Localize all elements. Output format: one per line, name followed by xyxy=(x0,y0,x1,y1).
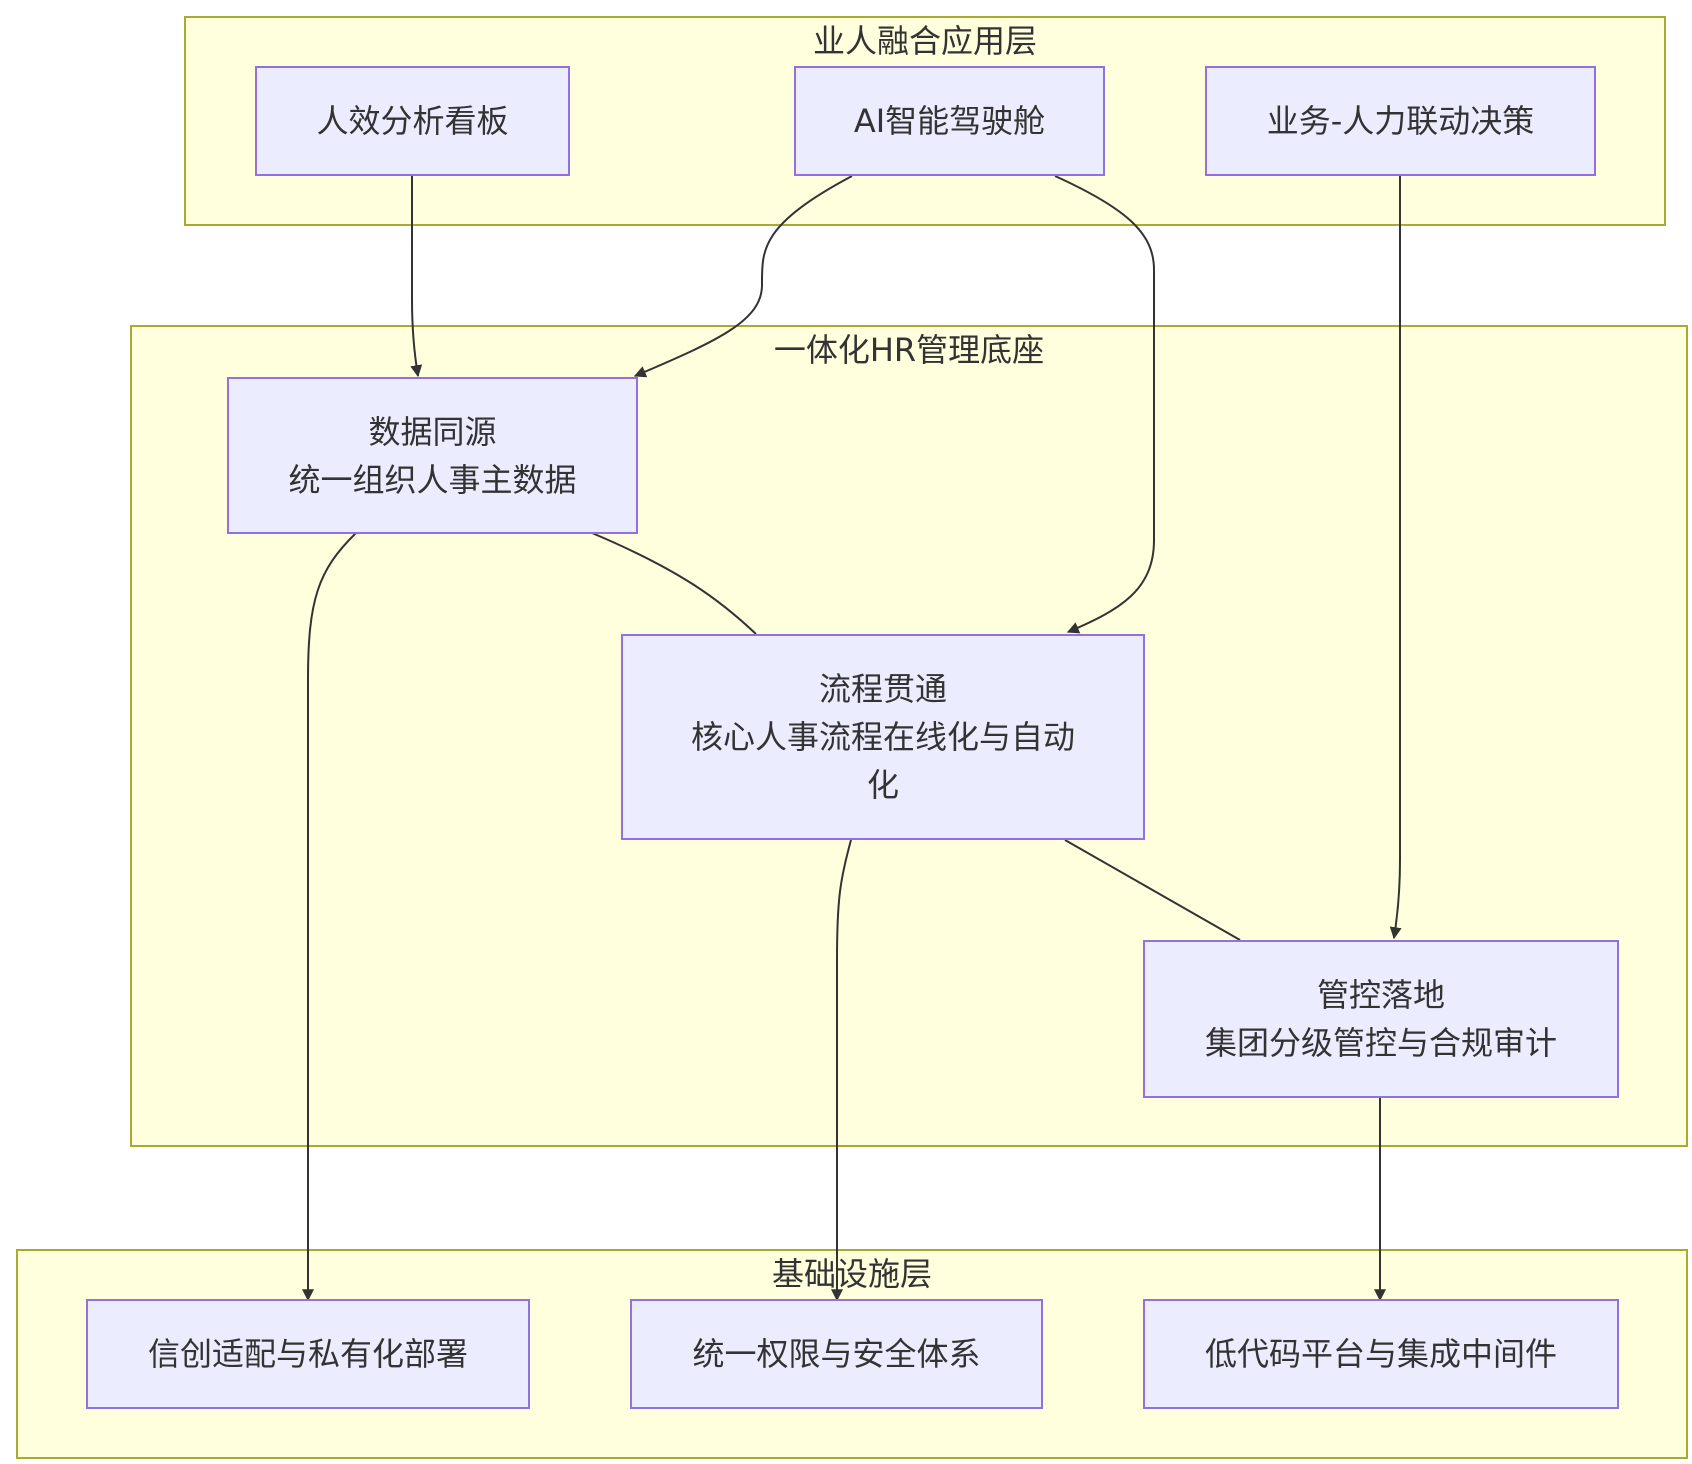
node-process-flow-desc: 核心人事流程在线化与自动 xyxy=(690,718,1075,756)
node-control[interactable]: 管控落地 集团分级管控与合规审计 xyxy=(1143,940,1619,1098)
node-business-hr-decision-label: 业务-人力联动决策 xyxy=(1266,102,1535,140)
node-data-source-desc: 统一组织人事主数据 xyxy=(288,460,577,499)
node-process-flow-title: 流程贯通 xyxy=(818,670,947,708)
node-efficiency-board[interactable]: 人效分析看板 xyxy=(255,66,570,176)
node-xinchuang-label: 信创适配与私有化部署 xyxy=(147,1335,468,1373)
node-xinchuang[interactable]: 信创适配与私有化部署 xyxy=(86,1299,530,1409)
node-data-source-title: 数据同源 xyxy=(368,412,497,451)
node-business-hr-decision[interactable]: 业务-人力联动决策 xyxy=(1205,66,1596,176)
layer-hr-base-title: 一体化HR管理底座 xyxy=(773,331,1045,369)
node-process-flow[interactable]: 流程贯通 核心人事流程在线化与自动 化 xyxy=(621,634,1145,840)
node-control-title: 管控落地 xyxy=(1316,976,1445,1014)
layer-infrastructure-title: 基础设施层 xyxy=(771,1255,932,1293)
node-control-desc: 集团分级管控与合规审计 xyxy=(1204,1024,1557,1062)
node-lowcode-label: 低代码平台与集成中间件 xyxy=(1204,1335,1557,1373)
node-data-source[interactable]: 数据同源 统一组织人事主数据 xyxy=(227,377,638,534)
node-ai-cockpit[interactable]: AI智能驾驶舱 xyxy=(794,66,1105,176)
node-efficiency-board-label: 人效分析看板 xyxy=(316,102,509,140)
layer-application-title: 业人融合应用层 xyxy=(812,22,1037,60)
node-ai-cockpit-label: AI智能驾驶舱 xyxy=(853,102,1046,140)
node-lowcode[interactable]: 低代码平台与集成中间件 xyxy=(1143,1299,1619,1409)
node-process-flow-desc-cont: 化 xyxy=(866,766,899,804)
node-security-label: 统一权限与安全体系 xyxy=(692,1335,981,1373)
node-security[interactable]: 统一权限与安全体系 xyxy=(630,1299,1043,1409)
